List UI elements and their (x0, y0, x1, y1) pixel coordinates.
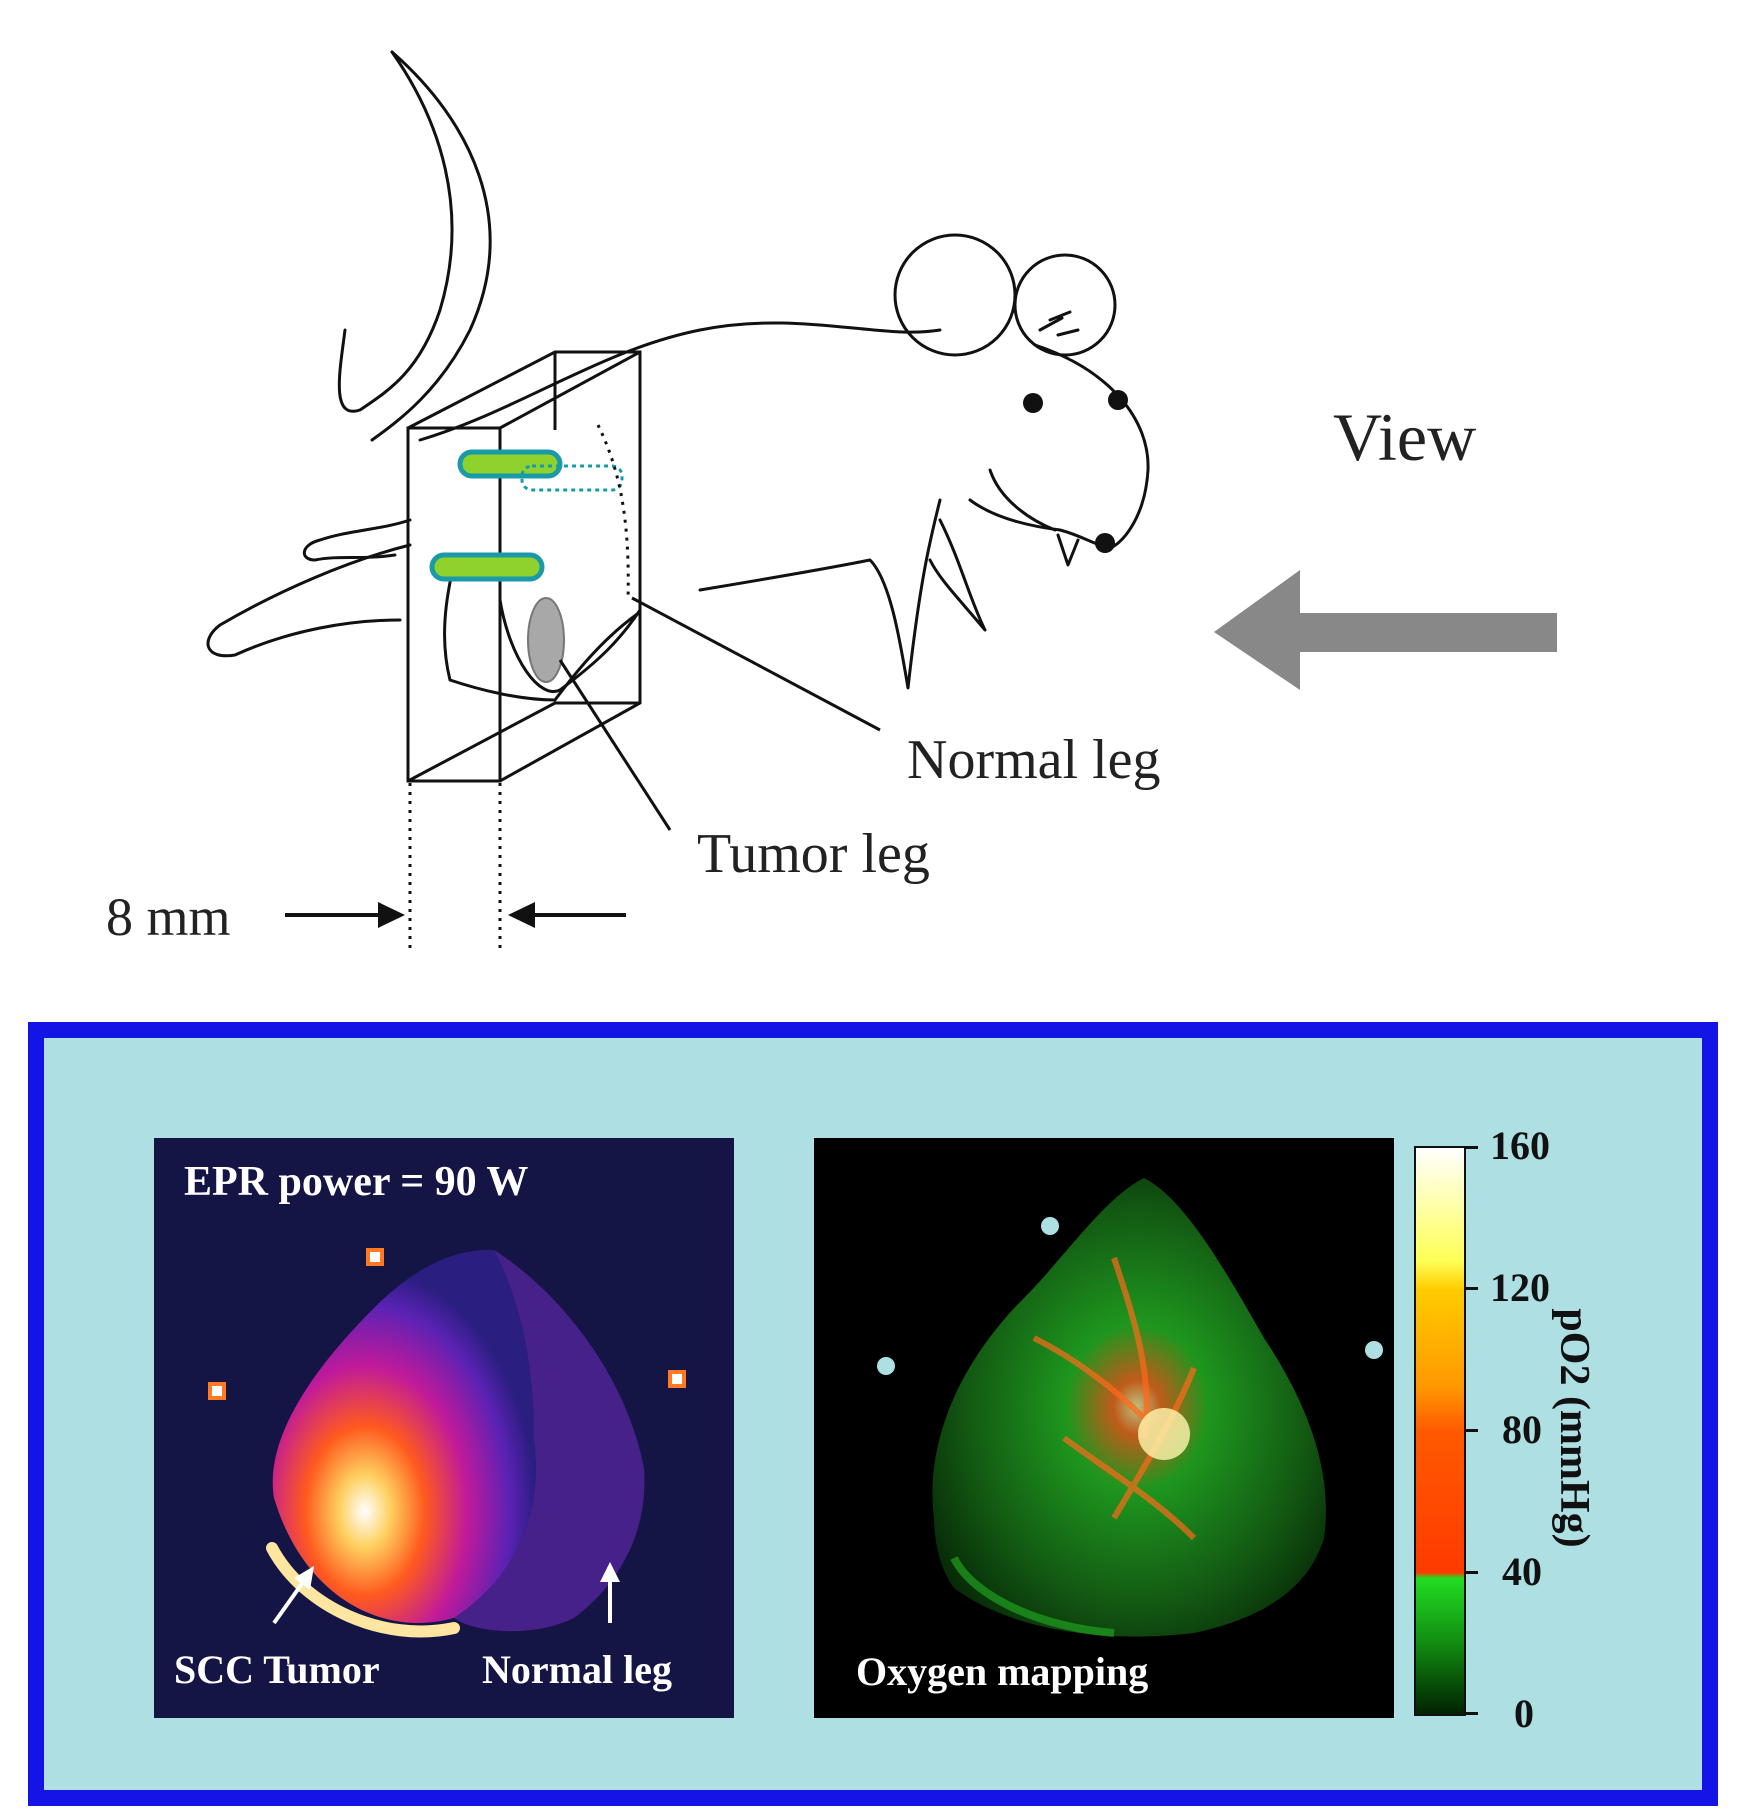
scc-tumor-label: SCC Tumor (174, 1647, 380, 1692)
tumor-leg-label: Tumor leg (697, 823, 930, 885)
width-arrow-left (378, 902, 405, 928)
colorbar (1414, 1146, 1466, 1716)
colorbar-gradient (1416, 1148, 1464, 1714)
mouse-mouth (988, 468, 1057, 532)
epr-image: EPR power = 90 W SCC Tumor Normal leg (154, 1138, 734, 1718)
epr-title: EPR power = 90 W (184, 1159, 529, 1205)
width-label: 8 mm (106, 887, 231, 947)
oxygen-map-drawing (877, 1178, 1383, 1637)
electrode-back (520, 464, 624, 492)
mouse-eye (1023, 393, 1043, 413)
electrode-top (457, 449, 563, 479)
mouse-head (968, 343, 1150, 550)
normal-leg-arrow (600, 1562, 620, 1582)
normal-leg-label: Normal leg (907, 729, 1161, 791)
mouse-setup-diagram (206, 50, 1557, 950)
epr-marker (208, 1382, 226, 1400)
mouse-ear-right (1013, 253, 1117, 357)
width-arrow-right (508, 902, 535, 928)
mouse-front-leg (698, 498, 942, 690)
colorbar-tick-120: 120 (1490, 1265, 1550, 1310)
mouse-tail-inner (337, 50, 454, 413)
epr-tumor-region (272, 1249, 536, 1623)
epr-normal-region (454, 1250, 645, 1632)
normal-leg-dotted (596, 424, 630, 601)
tumor-ellipse (527, 597, 565, 683)
epr-rim (266, 1542, 460, 1638)
resonator-box (406, 350, 642, 783)
mouse-eye-2 (1108, 390, 1128, 410)
epr-normal-leg-label: Normal leg (482, 1647, 672, 1692)
colorbar-tick-0: 0 (1514, 1691, 1534, 1736)
colorbar-label: pO2 (mmHg) (1551, 1308, 1597, 1548)
mouse-ear-left (893, 233, 1017, 357)
tumor-arrow (294, 1566, 314, 1590)
oxygen-map: Oxygen mapping (814, 1138, 1394, 1718)
colorbar-tick-40: 40 (1502, 1549, 1542, 1594)
epr-image-drawing (208, 1248, 686, 1638)
tumor-leg-leader (558, 659, 672, 831)
electrode-bottom (429, 552, 545, 582)
mouse-tail (370, 50, 492, 442)
view-label: View (1333, 399, 1477, 475)
mouse-nose (1095, 533, 1115, 553)
tumor-leg-outline (498, 599, 642, 693)
oxygen-marker (877, 1357, 895, 1375)
mouse-body (418, 321, 942, 442)
normal-leg-leader (631, 596, 881, 732)
epr-marker (366, 1248, 384, 1266)
oxygen-marker (1041, 1217, 1059, 1235)
epr-marker (668, 1370, 686, 1388)
oxygen-marker (1365, 1341, 1383, 1359)
mouse-hind-leg (206, 543, 412, 658)
oxygen-map-title: Oxygen mapping (856, 1649, 1149, 1694)
view-arrow-shape (1214, 570, 1557, 690)
colorbar-tick-160: 160 (1490, 1123, 1550, 1168)
results-panel: EPR power = 90 W SCC Tumor Normal leg (28, 1022, 1718, 1806)
colorbar-tick-80: 80 (1502, 1407, 1542, 1452)
colorbar-tick-marks (1464, 1146, 1478, 1716)
